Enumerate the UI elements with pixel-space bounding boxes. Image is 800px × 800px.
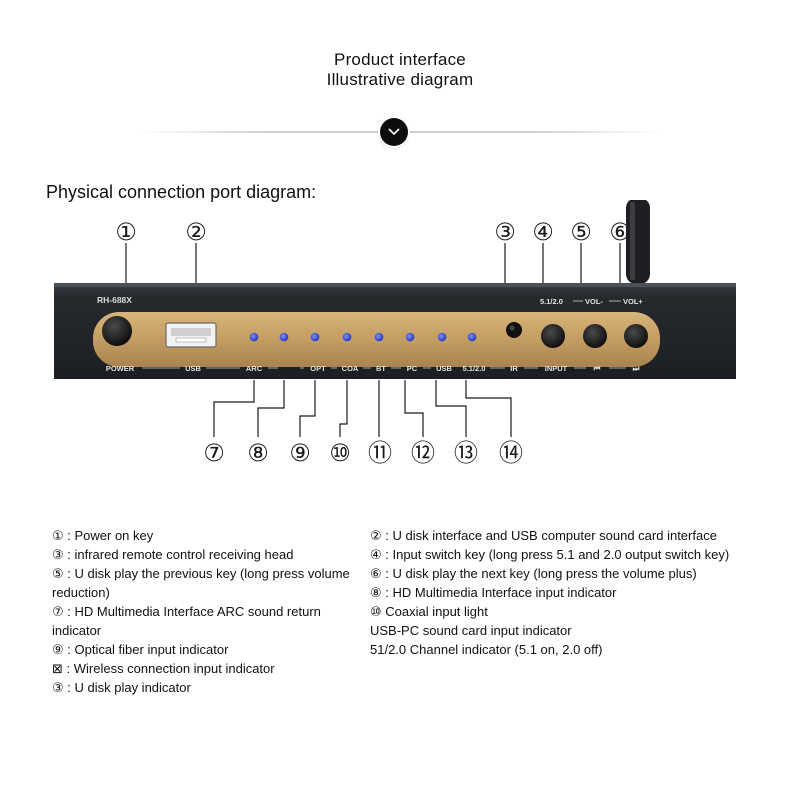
label-51: 5.1/2.0 — [463, 364, 486, 373]
antenna — [626, 200, 650, 284]
legend-item: ④ : Input switch key (long press 5.1 and… — [370, 547, 730, 562]
legend-item: ⑥ : U disk play the next key (long press… — [370, 566, 697, 581]
mode-top-label: 5.1/2.0 — [540, 297, 563, 306]
label-ir: IR — [510, 364, 518, 373]
legend-item: ⑧ : HD Multimedia Interface input indica… — [370, 585, 617, 600]
model-label: RH-688X — [97, 295, 132, 305]
header-title-line2: Illustrative diagram — [326, 70, 474, 89]
label-coa: COA — [342, 364, 359, 373]
led-51 — [467, 332, 477, 342]
vol-down-top-label: VOL- — [585, 297, 603, 306]
label-next: ⏭ — [633, 364, 641, 373]
label-power: POWER — [106, 364, 135, 373]
power-button[interactable] — [102, 316, 132, 346]
next-button[interactable] — [624, 324, 648, 348]
label-usb2: USB — [436, 364, 452, 373]
section-title: Physical connection port diagram: — [46, 182, 317, 202]
legend-right-column: ② : U disk interface and USB computer so… — [370, 526, 770, 659]
callout-14: ⑭ — [499, 439, 523, 467]
legend-item: ③ : U disk play indicator — [52, 680, 191, 695]
led-pc — [405, 332, 415, 342]
callout-11: ⑪ — [368, 439, 392, 467]
legend-left-column: ① : Power on key ③ : infrared remote con… — [52, 526, 352, 697]
header-title-line1: Product interface — [334, 50, 466, 69]
input-button[interactable] — [541, 324, 565, 348]
legend-item: ③ : infrared remote control receiving he… — [52, 547, 294, 562]
label-input: INPUT — [545, 364, 568, 373]
label-opt: OPT — [310, 364, 326, 373]
leader-lines — [125, 243, 621, 437]
callout-10: ⑩ — [329, 439, 351, 467]
legend-item: ⑤ : U disk play the previous key (long p… — [52, 566, 350, 600]
device-diagram: RH-688X 5.1/2.0 VOL- VOL+ POWER USB — [54, 200, 736, 467]
vol-up-top-label: VOL+ — [623, 297, 643, 306]
callout-9: ⑨ — [289, 439, 311, 467]
ir-sensor — [506, 322, 522, 338]
label-usb: USB — [185, 364, 201, 373]
led-coa — [342, 332, 352, 342]
callout-12: ⑫ — [411, 439, 435, 467]
led-opt — [310, 332, 320, 342]
legend-item: ⑦ : HD Multimedia Interface ARC sound re… — [52, 604, 321, 638]
indicator-leds — [249, 332, 477, 342]
callout-8: ⑧ — [247, 439, 269, 467]
label-bt: BT — [376, 364, 386, 373]
legend-item: ② : U disk interface and USB computer so… — [370, 528, 717, 543]
label-arc: ARC — [246, 364, 263, 373]
callout-5: ⑤ — [570, 218, 592, 246]
legend-item: ① : Power on key — [52, 528, 154, 543]
legend-item: 51/2.0 Channel indicator (5.1 on, 2.0 of… — [370, 642, 603, 657]
led-hdmi — [279, 332, 289, 342]
previous-button[interactable] — [583, 324, 607, 348]
legend-item: ⑨ : Optical fiber input indicator — [52, 642, 229, 657]
led-arc — [249, 332, 259, 342]
callout-3: ③ — [494, 218, 516, 246]
callout-4: ④ — [532, 218, 554, 246]
label-pc: PC — [407, 364, 418, 373]
callout-7: ⑦ — [203, 439, 225, 467]
callout-13: ⑬ — [454, 439, 478, 467]
label-prev: ⏮ — [594, 364, 601, 373]
led-usb — [437, 332, 447, 342]
led-bt — [374, 332, 384, 342]
usb-port[interactable] — [165, 322, 217, 348]
callout-1: ① — [115, 218, 137, 246]
callout-2: ② — [185, 218, 207, 246]
callout-6: ⑥ — [609, 218, 631, 246]
chevron-down-icon[interactable] — [380, 118, 408, 146]
legend-item: ⑩ Coaxial input light — [370, 604, 488, 619]
legend-item: USB-PC sound card input indicator — [370, 623, 572, 638]
legend-item: ⊠ : Wireless connection input indicator — [52, 661, 275, 676]
